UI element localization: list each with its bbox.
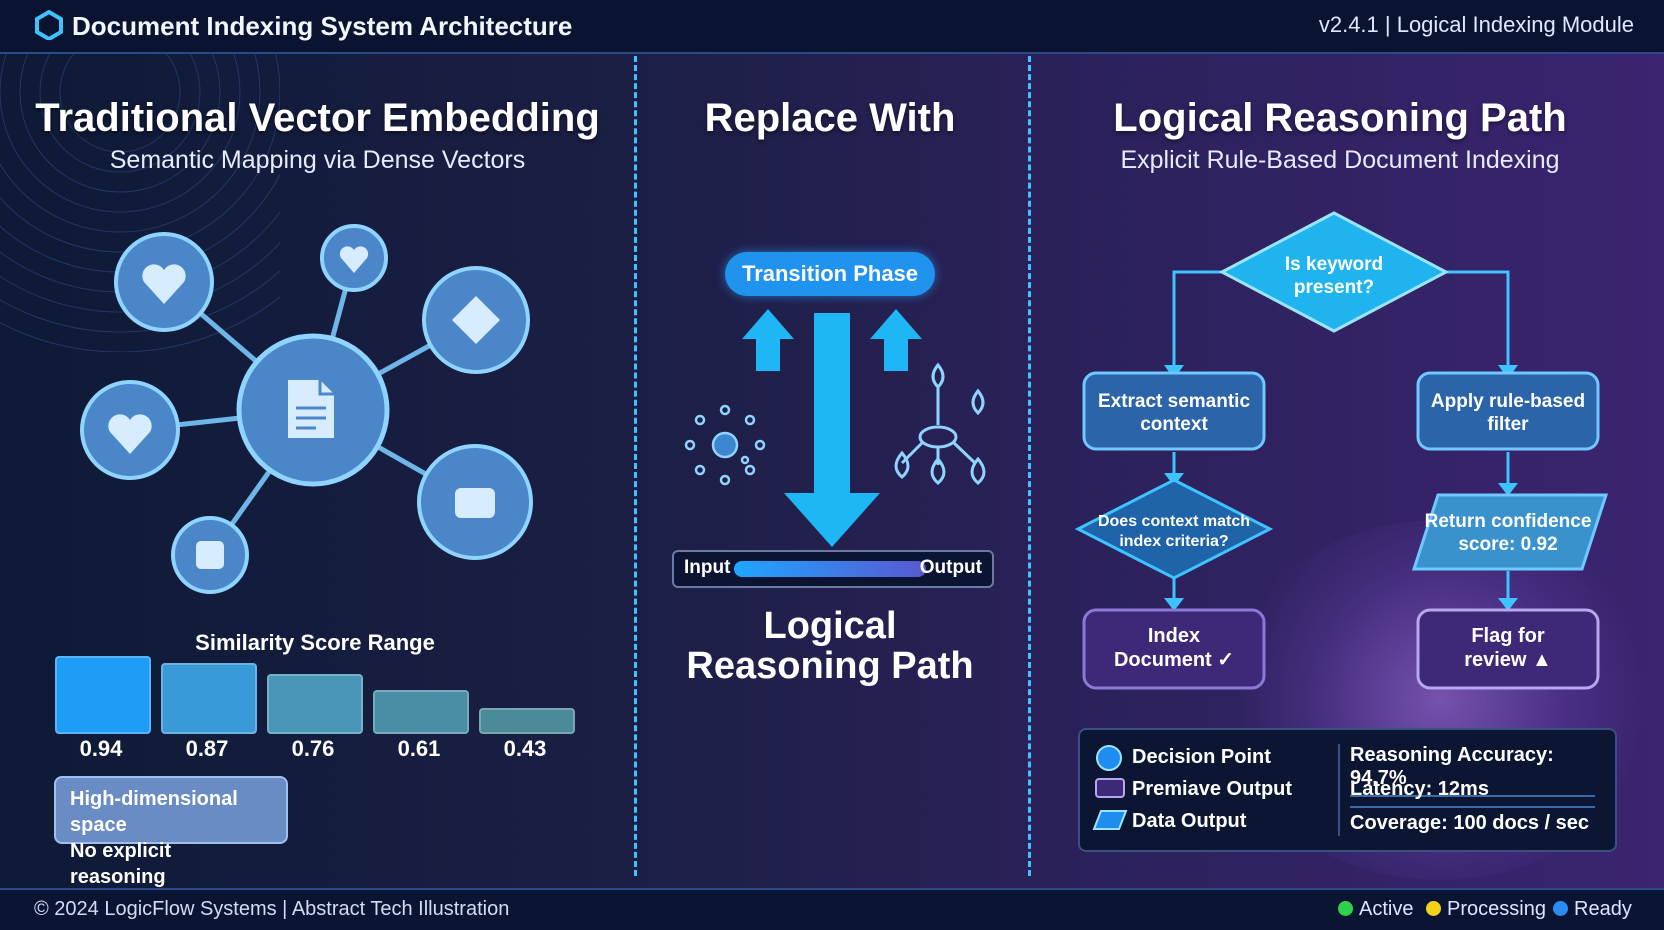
- similarity-bar: [161, 663, 257, 734]
- status-ready-label: Ready: [1574, 898, 1632, 920]
- legend-premiave-output: Premiave Output: [1132, 778, 1293, 800]
- decision1-line-2: present?: [1294, 277, 1374, 298]
- footer-bar: © 2024 LogicFlow Systems | Abstract Tech…: [0, 888, 1664, 930]
- legend-decision-point: Decision Point: [1132, 746, 1271, 768]
- embedding-graph: [80, 224, 533, 594]
- apply-line-1: Apply rule-based: [1431, 391, 1585, 412]
- right-title: Logical Reasoning Path: [1113, 96, 1567, 140]
- flag-line-1: Flag for: [1471, 625, 1545, 647]
- output-label: Output: [919, 557, 982, 578]
- similarity-bar: [373, 690, 469, 734]
- active-status-dot-icon: [1338, 901, 1353, 916]
- decision1-line-1: Is keyword: [1285, 254, 1383, 275]
- index-line-1: Index: [1148, 625, 1200, 647]
- metric-latency: Latency: 12ms: [1350, 778, 1595, 808]
- similarity-title: Similarity Score Range: [195, 630, 435, 655]
- similarity-score-label: 0.43: [503, 736, 547, 761]
- status-active-label: Active: [1359, 898, 1414, 920]
- right-subtitle: Explicit Rule-Based Document Indexing: [1120, 146, 1560, 174]
- central-document-node: [236, 333, 390, 487]
- left-title: Traditional Vector Embedding: [35, 96, 600, 140]
- return-confidence-score: Return confidence score: 0.92: [1411, 493, 1609, 571]
- divider-right: [1028, 56, 1031, 876]
- note-line-1: High-dimensional space: [70, 788, 238, 836]
- node-small-square: [171, 516, 249, 594]
- status-ready: Ready: [1553, 898, 1632, 921]
- divider-left: [634, 56, 637, 876]
- decision-point-legend-icon: [1096, 745, 1122, 771]
- tree-hierarchy-icon: [894, 362, 986, 485]
- apply-rule-based-filter-box: Apply rule-based filter: [1416, 371, 1600, 451]
- input-label: Input: [684, 557, 731, 578]
- node-rounded-square: [417, 444, 533, 560]
- flag-for-review-box: Flag for review ▲: [1416, 608, 1600, 690]
- high-dimensional-note: High-dimensional space No explicit reaso…: [54, 776, 288, 888]
- hexagon-logo-icon: [35, 10, 63, 40]
- index-line-2: Document ✓: [1114, 649, 1234, 671]
- middle-footer-title: Logical Reasoning Path: [640, 606, 1020, 686]
- transition-arrows: [684, 309, 986, 547]
- node-heart-left: [80, 380, 180, 480]
- version-label: v2.4.1 | Logical Indexing Module: [1318, 12, 1634, 37]
- extract-semantic-context-box: Extract semantic context: [1082, 371, 1266, 451]
- up-arrow-left-icon: [742, 309, 794, 371]
- extract-line-2: context: [1140, 414, 1208, 435]
- status-processing: Processing: [1426, 898, 1546, 921]
- similarity-bar: [479, 708, 575, 734]
- down-arrow-icon: [784, 313, 880, 547]
- decision-keyword-present: Is keyword present?: [1218, 211, 1450, 333]
- decision2-line-1: Does context match: [1098, 513, 1250, 530]
- scatter-cluster-icon: [684, 404, 766, 486]
- footer-copyright: © 2024 LogicFlow Systems | Abstract Tech…: [34, 898, 510, 920]
- extract-line-1: Extract semantic: [1098, 391, 1251, 412]
- top-bar: Document Indexing System Architecture v2…: [0, 0, 1664, 54]
- processing-status-dot-icon: [1426, 901, 1441, 916]
- page-title: Document Indexing System Architecture: [72, 11, 573, 41]
- metric-coverage: Coverage: 100 docs / sec: [1350, 812, 1590, 834]
- middle-footer-line-2: Reasoning Path: [686, 645, 974, 687]
- similarity-score-label: 0.87: [185, 736, 229, 761]
- left-subtitle: Semantic Mapping via Dense Vectors: [109, 146, 526, 174]
- similarity-score-label: 0.61: [397, 736, 441, 761]
- similarity-score-label: 0.94: [79, 736, 123, 761]
- apply-line-2: filter: [1487, 414, 1529, 435]
- return-line-2: score: 0.92: [1458, 534, 1557, 555]
- node-heart-top-left: [114, 232, 214, 332]
- transition-phase-pill: Transition Phase: [725, 252, 935, 296]
- similarity-score-label: 0.76: [291, 736, 335, 761]
- similarity-bar: [55, 656, 151, 734]
- decision2-line-2: index criteria?: [1119, 533, 1228, 550]
- note-line-2: No explicit reasoning: [70, 840, 172, 888]
- up-arrow-right-icon: [870, 309, 922, 371]
- decision-context-match: Does context match index criteria?: [1074, 478, 1274, 580]
- legend-panel: Decision Point Premiave Output Data Outp…: [1078, 728, 1617, 852]
- node-diamond: [422, 266, 530, 374]
- metric-accuracy: Reasoning Accuracy: 94.7%: [1350, 744, 1595, 797]
- legend-divider: [1338, 744, 1340, 836]
- flag-line-2: review ▲: [1464, 649, 1552, 671]
- middle-footer-line-1: Logical: [763, 605, 897, 647]
- flowchart: Is keyword present? Extract semantic con…: [1074, 211, 1609, 690]
- index-document-box: Index Document ✓: [1082, 608, 1266, 690]
- return-line-1: Return confidence: [1425, 511, 1592, 532]
- similarity-bar: [267, 674, 363, 734]
- node-heart-top: [320, 224, 388, 292]
- data-output-legend-icon: [1092, 810, 1128, 830]
- progress-track: [734, 561, 926, 577]
- status-active: Active: [1338, 898, 1413, 921]
- middle-title: Replace With: [704, 96, 956, 140]
- legend-data-output: Data Output: [1132, 810, 1247, 832]
- input-output-bar: Input Output: [672, 550, 994, 588]
- ready-status-dot-icon: [1553, 901, 1568, 916]
- premiave-output-legend-icon: [1095, 778, 1125, 798]
- status-processing-label: Processing: [1447, 898, 1546, 920]
